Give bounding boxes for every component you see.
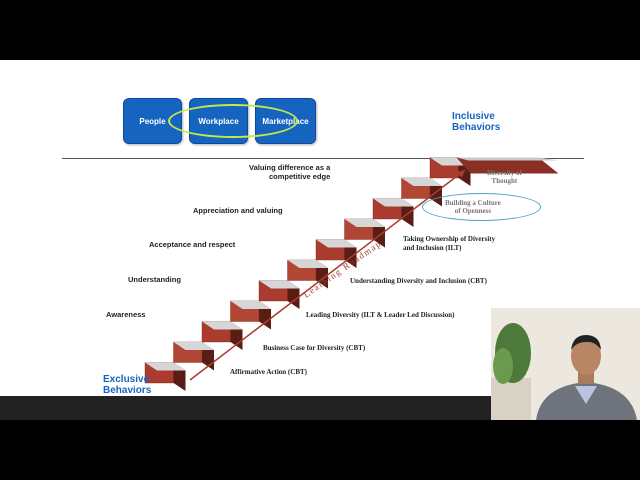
stair-landing-top — [456, 157, 559, 161]
divider-line — [62, 158, 584, 159]
presenter-image — [491, 308, 640, 420]
staircase-graphic: Learning Roadmap — [144, 157, 559, 391]
step-label-2: Understanding — [128, 275, 181, 284]
step-label-1: Awareness — [106, 310, 146, 319]
culture-ellipse — [422, 193, 541, 221]
stair-tread — [287, 260, 328, 268]
stair-tread — [344, 219, 385, 227]
right-item-2: Understanding Diversity and Inclusion (C… — [350, 277, 487, 285]
stair-tread — [173, 342, 214, 350]
stair-tread — [373, 198, 414, 207]
right-item-3: Leading Diversity (ILT & Leader Led Disc… — [306, 311, 455, 319]
stair-tread — [316, 239, 357, 248]
stair-tread — [230, 301, 271, 309]
stair-tread — [145, 362, 186, 371]
presenter-webcam — [491, 308, 640, 420]
workplace-ellipse — [168, 104, 298, 138]
step-label-5: Valuing difference as a competitive edge — [249, 163, 331, 181]
step-label-4: Appreciation and valuing — [193, 206, 283, 215]
stair-tread — [401, 178, 442, 186]
step-label-3: Acceptance and respect — [149, 240, 236, 249]
stair-tread — [259, 280, 300, 289]
stair-landing — [456, 157, 559, 174]
people-label: People — [139, 116, 166, 126]
right-item-5: Affirmative Action (CBT) — [230, 368, 307, 376]
right-item-4: Business Case for Diversity (CBT) — [263, 344, 366, 352]
stair-tread — [202, 321, 243, 330]
